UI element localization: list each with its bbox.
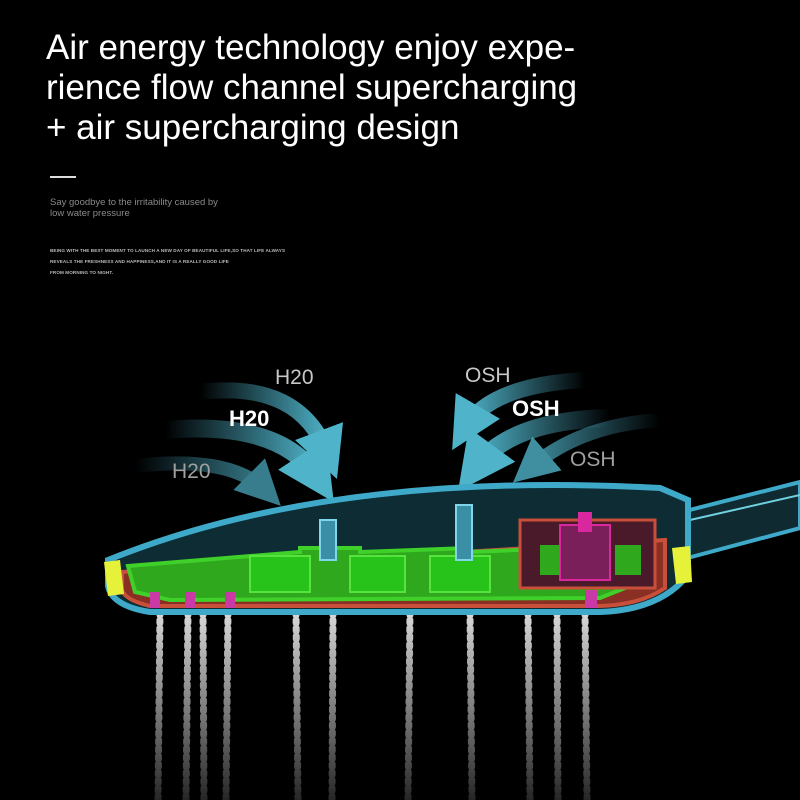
water-label-top: H20 — [275, 366, 314, 389]
water-label-mid: H20 — [229, 406, 269, 431]
air-label-top: OSH — [465, 364, 511, 387]
subtitle-line-2: low water pressure — [50, 208, 130, 219]
divider-dash — [50, 176, 76, 178]
headline: Air energy technology enjoy expe- rience… — [46, 28, 766, 148]
left-tip — [104, 560, 124, 596]
water-label-bottom: H20 — [172, 460, 211, 483]
headline-line-2: rience flow channel supercharging — [46, 68, 578, 107]
fine-print-line-1: BEING WITH THE BEST MOMENT TO LAUNCH A N… — [50, 248, 286, 253]
right-tip — [672, 546, 692, 584]
fine-print-line-3: FROM MORNING TO NIGHT. — [50, 270, 114, 275]
headline-line-3: + air supercharging design — [46, 108, 460, 147]
water-spray — [154, 608, 591, 800]
air-flow-arrow-icon — [452, 372, 667, 492]
headline-line-1: Air energy technology enjoy expe- — [46, 28, 576, 67]
nozzles — [150, 590, 597, 608]
air-label-mid: OSH — [512, 396, 560, 421]
fine-print-line-2: REVEALS THE FRESHNESS AND HAPPINESS,AND … — [50, 259, 229, 264]
fine-print: BEING WITH THE BEST MOMENT TO LAUNCH A N… — [50, 245, 370, 278]
subtitle: Say goodbye to the irritability caused b… — [50, 197, 270, 219]
water-flow-arrow-icon — [128, 382, 344, 506]
air-label-bottom: OSH — [570, 448, 616, 471]
subtitle-line-1: Say goodbye to the irritability caused b… — [50, 197, 218, 208]
